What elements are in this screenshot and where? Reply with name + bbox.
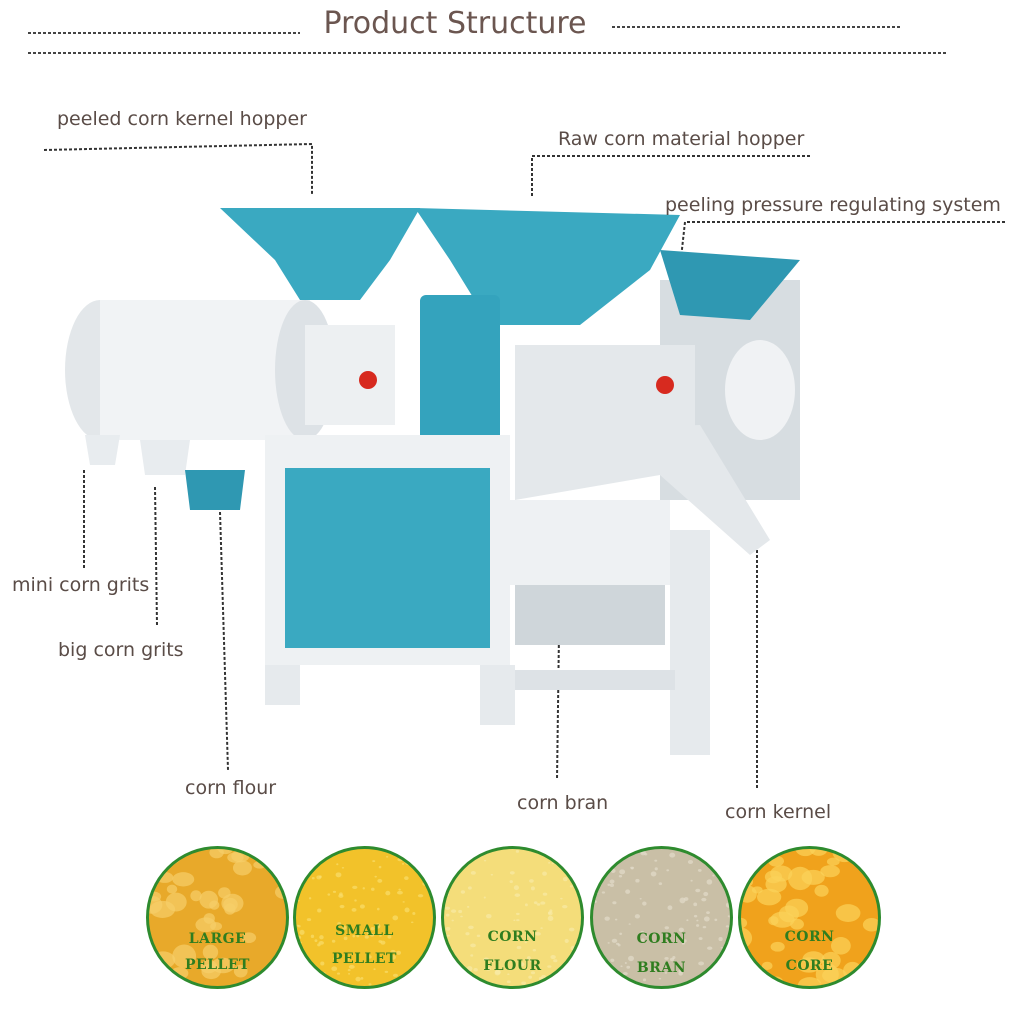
page-title: Product Structure bbox=[323, 6, 587, 41]
sample-corn-flour: CORN FLOUR bbox=[440, 845, 585, 990]
corn-kernel-label: corn kernel bbox=[725, 801, 832, 823]
sample-circle-4 bbox=[738, 846, 881, 989]
sample-circle-0 bbox=[146, 846, 289, 989]
corn-flour-label: corn flour bbox=[185, 777, 277, 799]
big-grits-label: big corn grits bbox=[58, 639, 184, 661]
sample-line2: CORE bbox=[785, 958, 834, 974]
sample-line2: FLOUR bbox=[483, 958, 542, 974]
sample-circle-2 bbox=[441, 846, 584, 989]
peeled-hopper-label: peeled corn kernel hopper bbox=[57, 108, 307, 130]
sample-line2: PELLET bbox=[185, 957, 250, 973]
pressure-system-label: peeling pressure regulating system bbox=[665, 194, 1001, 216]
sample-line1: CORN bbox=[636, 931, 687, 947]
machine-illustration bbox=[65, 208, 800, 755]
sample-line1: SMALL bbox=[335, 923, 394, 939]
sample-corn-bran: CORN BRAN bbox=[589, 845, 734, 990]
mini-grits-label: mini corn grits bbox=[12, 574, 150, 596]
sample-line1: CORN bbox=[487, 929, 538, 945]
sample-corn-core: CORN CORE bbox=[737, 845, 882, 990]
sample-line2: BRAN bbox=[636, 960, 687, 976]
sample-circle-3 bbox=[590, 846, 733, 989]
corn-bran-label: corn bran bbox=[517, 792, 609, 814]
sample-line1: CORN bbox=[784, 929, 835, 945]
raw-hopper-label: Raw corn material hopper bbox=[558, 128, 805, 150]
sample-line1: LARGE bbox=[188, 931, 247, 947]
sample-line2: PELLET bbox=[332, 951, 397, 967]
sample-large-pellet: LARGE PELLET bbox=[145, 845, 290, 990]
sample-circle-1 bbox=[293, 846, 436, 989]
sample-small-pellet: SMALL PELLET bbox=[292, 845, 437, 990]
